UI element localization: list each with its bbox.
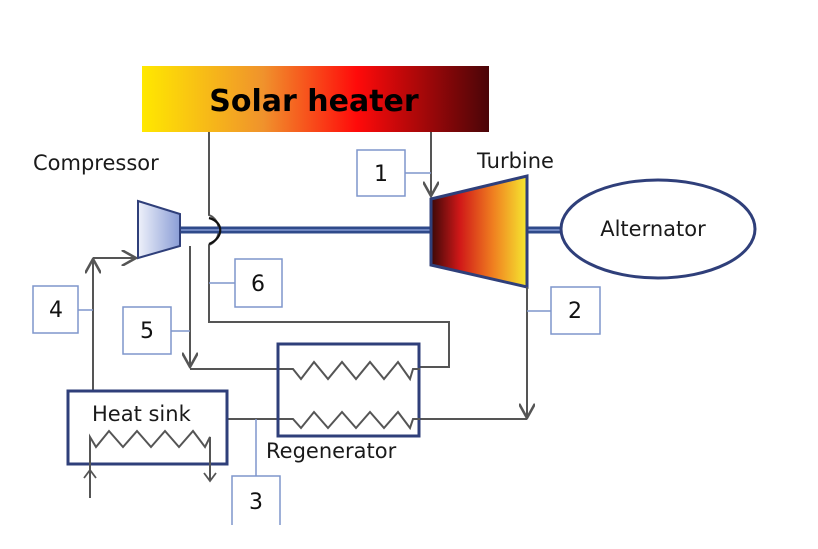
heat-sink-label: Heat sink <box>92 402 192 426</box>
state-point-6: 6 <box>209 258 283 308</box>
regenerator: Regenerator <box>266 342 421 463</box>
state-point-5: 5 <box>122 306 190 355</box>
turbine: Turbine <box>429 149 554 289</box>
state-point-2-label: 2 <box>568 299 582 324</box>
solar-heater: Solar heater <box>142 66 489 132</box>
coolant-out-arrow-icon <box>203 472 217 483</box>
solar-heater-label: Solar heater <box>209 84 419 119</box>
state-point-2: 2 <box>527 286 601 335</box>
pipe-crossover <box>208 216 222 246</box>
state-point-1: 1 <box>356 149 431 197</box>
state-point-6-label: 6 <box>251 272 265 297</box>
state-point-1-label: 1 <box>374 162 388 187</box>
regenerator-coil-top <box>291 360 420 382</box>
heat-sink: Heat sink <box>66 389 229 498</box>
state-point-4-label: 4 <box>49 298 63 323</box>
alternator: Alternator <box>559 178 757 280</box>
regenerator-coil-bottom <box>291 410 420 431</box>
solar-heater-block <box>142 66 489 132</box>
regenerator-box <box>276 342 421 438</box>
turbine-label: Turbine <box>476 149 554 173</box>
state-point-4: 4 <box>32 285 93 334</box>
coolant-in-arrow-icon <box>83 468 97 479</box>
heat-sink-box <box>66 389 229 466</box>
compressor-shape <box>137 199 181 260</box>
alternator-label: Alternator <box>600 217 706 241</box>
compressor: Compressor <box>33 151 181 260</box>
pipe-heater-return <box>208 132 450 368</box>
turbine-shape <box>429 174 529 289</box>
alternator-shape <box>559 178 757 280</box>
compressor-label: Compressor <box>33 151 159 175</box>
state-point-3-label: 3 <box>249 490 263 515</box>
regenerator-label: Regenerator <box>266 439 397 463</box>
state-point-5-label: 5 <box>140 319 154 344</box>
state-point-3: 3 <box>231 419 281 525</box>
heat-sink-coil <box>89 429 211 498</box>
